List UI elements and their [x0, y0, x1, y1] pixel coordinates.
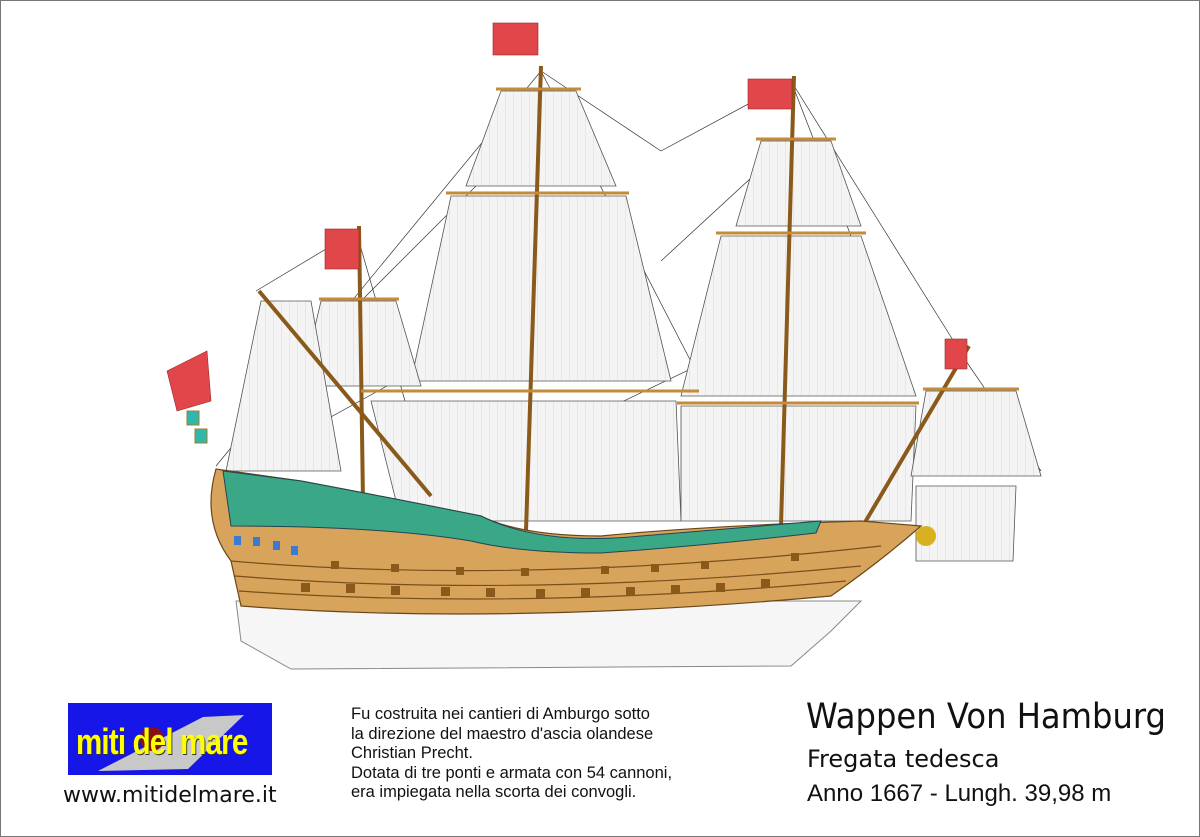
- ship-name: Wappen Von Hamburg: [806, 697, 1166, 737]
- gunports: [301, 553, 799, 598]
- logo[interactable]: miti del mare: [68, 703, 272, 775]
- sails: [225, 90, 1042, 562]
- description: Fu costruita nei cantieri di Amburgo sot…: [351, 705, 672, 803]
- ship-details: Anno 1667 - Lungh. 39,98 m: [807, 780, 1112, 807]
- figurehead-lion: [916, 526, 936, 546]
- logo-text: miti del mare: [76, 721, 248, 762]
- ship-illustration: [166, 22, 1042, 670]
- flag-main: [492, 22, 539, 56]
- description-line: Fu costruita nei cantieri di Amburgo sot…: [351, 705, 650, 723]
- masts: [257, 65, 971, 548]
- flags: [166, 22, 968, 412]
- logo-sail-graphic: [98, 715, 244, 771]
- green-band: [222, 470, 822, 554]
- flag-mizzen: [324, 228, 360, 270]
- description-line: era impiegata nella scorta dei convogli.: [351, 783, 637, 801]
- hull-wales: [230, 545, 882, 600]
- underwater-hull: [235, 600, 863, 670]
- description-line: la direzione del maestro d'ascia olandes…: [351, 724, 654, 743]
- flag-stern: [166, 350, 212, 412]
- ship-type: Fregata tedesca: [807, 745, 1000, 773]
- description-line: Dotata di tre ponti e armata con 54 cann…: [351, 763, 673, 782]
- flag-bow: [944, 338, 968, 370]
- flag-fore: [747, 78, 793, 110]
- website-link[interactable]: www.mitidelmare.it: [63, 783, 277, 808]
- stern-lanterns: [186, 410, 208, 444]
- description-line: Christian Precht.: [351, 744, 473, 762]
- yards: [319, 87, 1019, 405]
- stern-windows: [234, 536, 298, 555]
